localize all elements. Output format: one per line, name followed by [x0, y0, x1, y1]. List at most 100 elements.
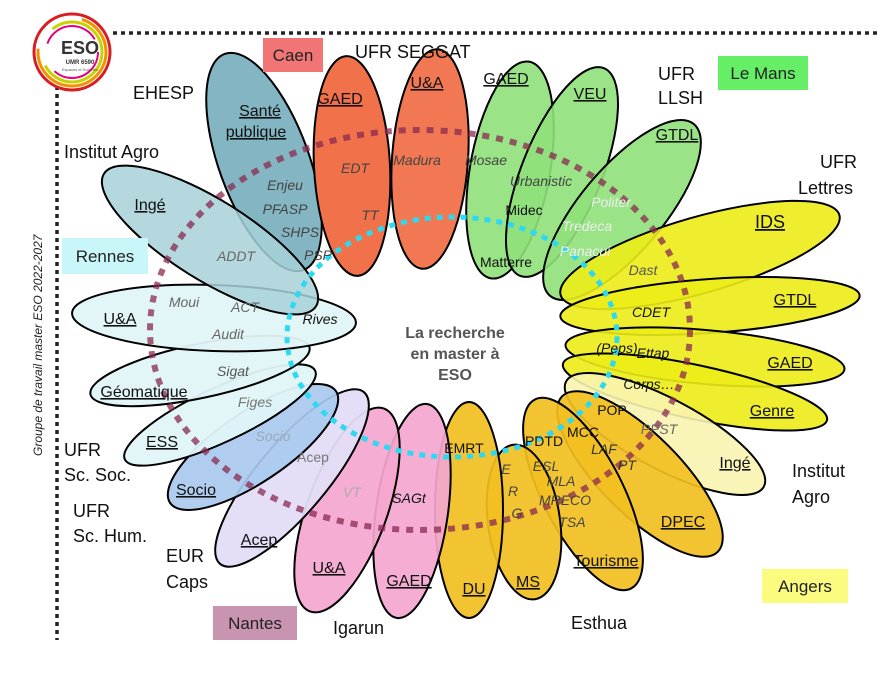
petal-title: DU — [462, 581, 485, 598]
petal-item: PFASP — [263, 201, 309, 217]
site-lemans: Le Mans — [730, 64, 795, 83]
site-box-rennes — [62, 238, 148, 274]
petal-title: Acep — [241, 532, 278, 549]
petal-title: Tourisme — [574, 553, 639, 570]
inst-ufr-llsh-2: LLSH — [658, 88, 703, 108]
inst-ufr-lettres-1: UFR — [820, 152, 857, 172]
petal-item: Tredeca — [562, 218, 613, 234]
center-line-2: en master à — [411, 346, 500, 363]
petal-title: U&A — [104, 311, 137, 328]
petal-title: Ingé — [134, 197, 165, 214]
logo-tagline: Espaces et Sociétés — [62, 67, 98, 72]
petal-item: G — [512, 505, 523, 521]
petal-item: EDT — [341, 160, 370, 176]
site-nantes: Nantes — [228, 614, 282, 633]
inst-ufr-llsh-1: UFR — [658, 64, 695, 84]
petals — [71, 48, 861, 620]
master-titles: Santé publique GAED U&A GAED VEU GTDL ID… — [100, 71, 816, 598]
inner-dotted-ring — [284, 214, 620, 460]
petal-item: Urbanistic — [510, 173, 572, 189]
petal-item: R — [508, 483, 518, 499]
petal-title: GAED — [317, 91, 362, 108]
outer-dotted-ring — [147, 127, 693, 533]
petal-title: ESS — [146, 434, 178, 451]
petal-item: Dast — [629, 262, 659, 278]
petal-item: POP — [597, 402, 627, 418]
eso-logo: ESO UMR 6590 Espaces et Sociétés — [32, 12, 112, 92]
petal-item: Midec — [505, 202, 542, 218]
inst-eur-caps-2: Caps — [166, 572, 208, 592]
petal-item: PPST — [641, 421, 679, 437]
petal-item: SAGt — [392, 490, 427, 506]
inst-institut-agro-angers-1: Institut — [792, 461, 845, 481]
petal-title: Santé — [239, 103, 281, 120]
petal-item: VT — [343, 484, 362, 500]
petal-item: TT — [361, 207, 380, 223]
petal-title: MS — [516, 574, 540, 591]
petal-title: GTDL — [656, 127, 699, 144]
petal-title: Socio — [176, 482, 216, 499]
petal-title: IDS — [755, 212, 785, 232]
petal-item: EMRT — [444, 440, 484, 456]
petal-item: ESL — [533, 458, 559, 474]
petal-item: Ettap — [637, 345, 670, 361]
petal-item: MCC — [567, 424, 599, 440]
inst-institut-agro-angers-2: Agro — [792, 487, 830, 507]
petal-item: MRECO — [539, 492, 591, 508]
site-box-lemans — [718, 56, 808, 90]
petal-item: LAF — [591, 441, 618, 457]
petal-item: Matterre — [480, 254, 532, 270]
petal-item: Moui — [169, 294, 200, 310]
petal-title: U&A — [411, 75, 444, 92]
inst-eur-caps-1: EUR — [166, 546, 204, 566]
inst-ufr-schum-2: Sc. Hum. — [73, 526, 147, 546]
site-box-nantes — [213, 606, 297, 640]
petal-ellipse — [390, 48, 470, 270]
parcours-items: Enjeu PFASP SHPS PSP EDT TT Madura Mosae… — [169, 152, 679, 530]
petal-ellipse — [100, 164, 320, 316]
site-rennes: Rennes — [76, 247, 135, 266]
petal-item: Socio — [255, 428, 290, 444]
petal-item: Rives — [302, 311, 337, 327]
petal-title: VEU — [574, 86, 607, 103]
site-caen: Caen — [273, 46, 314, 65]
logo-subtitle: UMR 6590 — [66, 60, 95, 66]
logo-name: ESO — [61, 38, 99, 58]
petal-item: PSP — [304, 247, 333, 263]
petal-title: GAED — [483, 71, 528, 88]
petal-item: ADDT — [216, 248, 257, 264]
petal-item: Corps… — [623, 376, 674, 392]
center-line-1: La recherche — [405, 325, 505, 342]
institution-labels: UFR SEGGAT UFR LLSH EHESP Institut Agro … — [64, 42, 857, 638]
petal-item: SHPS — [281, 224, 320, 240]
petal-item: Politer — [591, 194, 632, 210]
side-title: Groupe de travail master ESO 2022-2027 — [31, 233, 45, 456]
petal-item: Enjeu — [267, 177, 303, 193]
petal-item: Panacui — [560, 243, 611, 259]
petal-item: Audit — [211, 326, 245, 342]
petal-item: Madura — [393, 152, 441, 168]
petal-title-2: publique — [226, 124, 287, 141]
inst-esthua: Esthua — [571, 613, 628, 633]
petal-title: GAED — [767, 355, 812, 372]
petal-title: U&A — [313, 560, 346, 577]
petal-title: Genre — [750, 403, 795, 420]
petal-item: TSA — [558, 514, 585, 530]
center-line-3: ESO — [438, 367, 472, 384]
petal-item: Sigat — [217, 363, 250, 379]
petal-title: GTDL — [774, 292, 817, 309]
petal-title: GAED — [386, 573, 431, 590]
inst-ufr-schum-1: UFR — [73, 501, 110, 521]
petal-item: PDTD — [525, 433, 563, 449]
inst-ufr-seggat: UFR SEGGAT — [355, 42, 471, 62]
petal-item: ACT — [230, 299, 260, 315]
petal-item: CDET — [632, 304, 672, 320]
petal-item: PT — [618, 457, 637, 473]
inst-ufr-scsoc-2: Sc. Soc. — [64, 465, 131, 485]
petal-ellipse — [312, 55, 392, 277]
petal-item: (Peps) — [596, 340, 637, 356]
petal-item: Acep — [297, 449, 329, 465]
petal-title: Ingé — [719, 455, 750, 472]
site-angers: Angers — [778, 577, 832, 596]
